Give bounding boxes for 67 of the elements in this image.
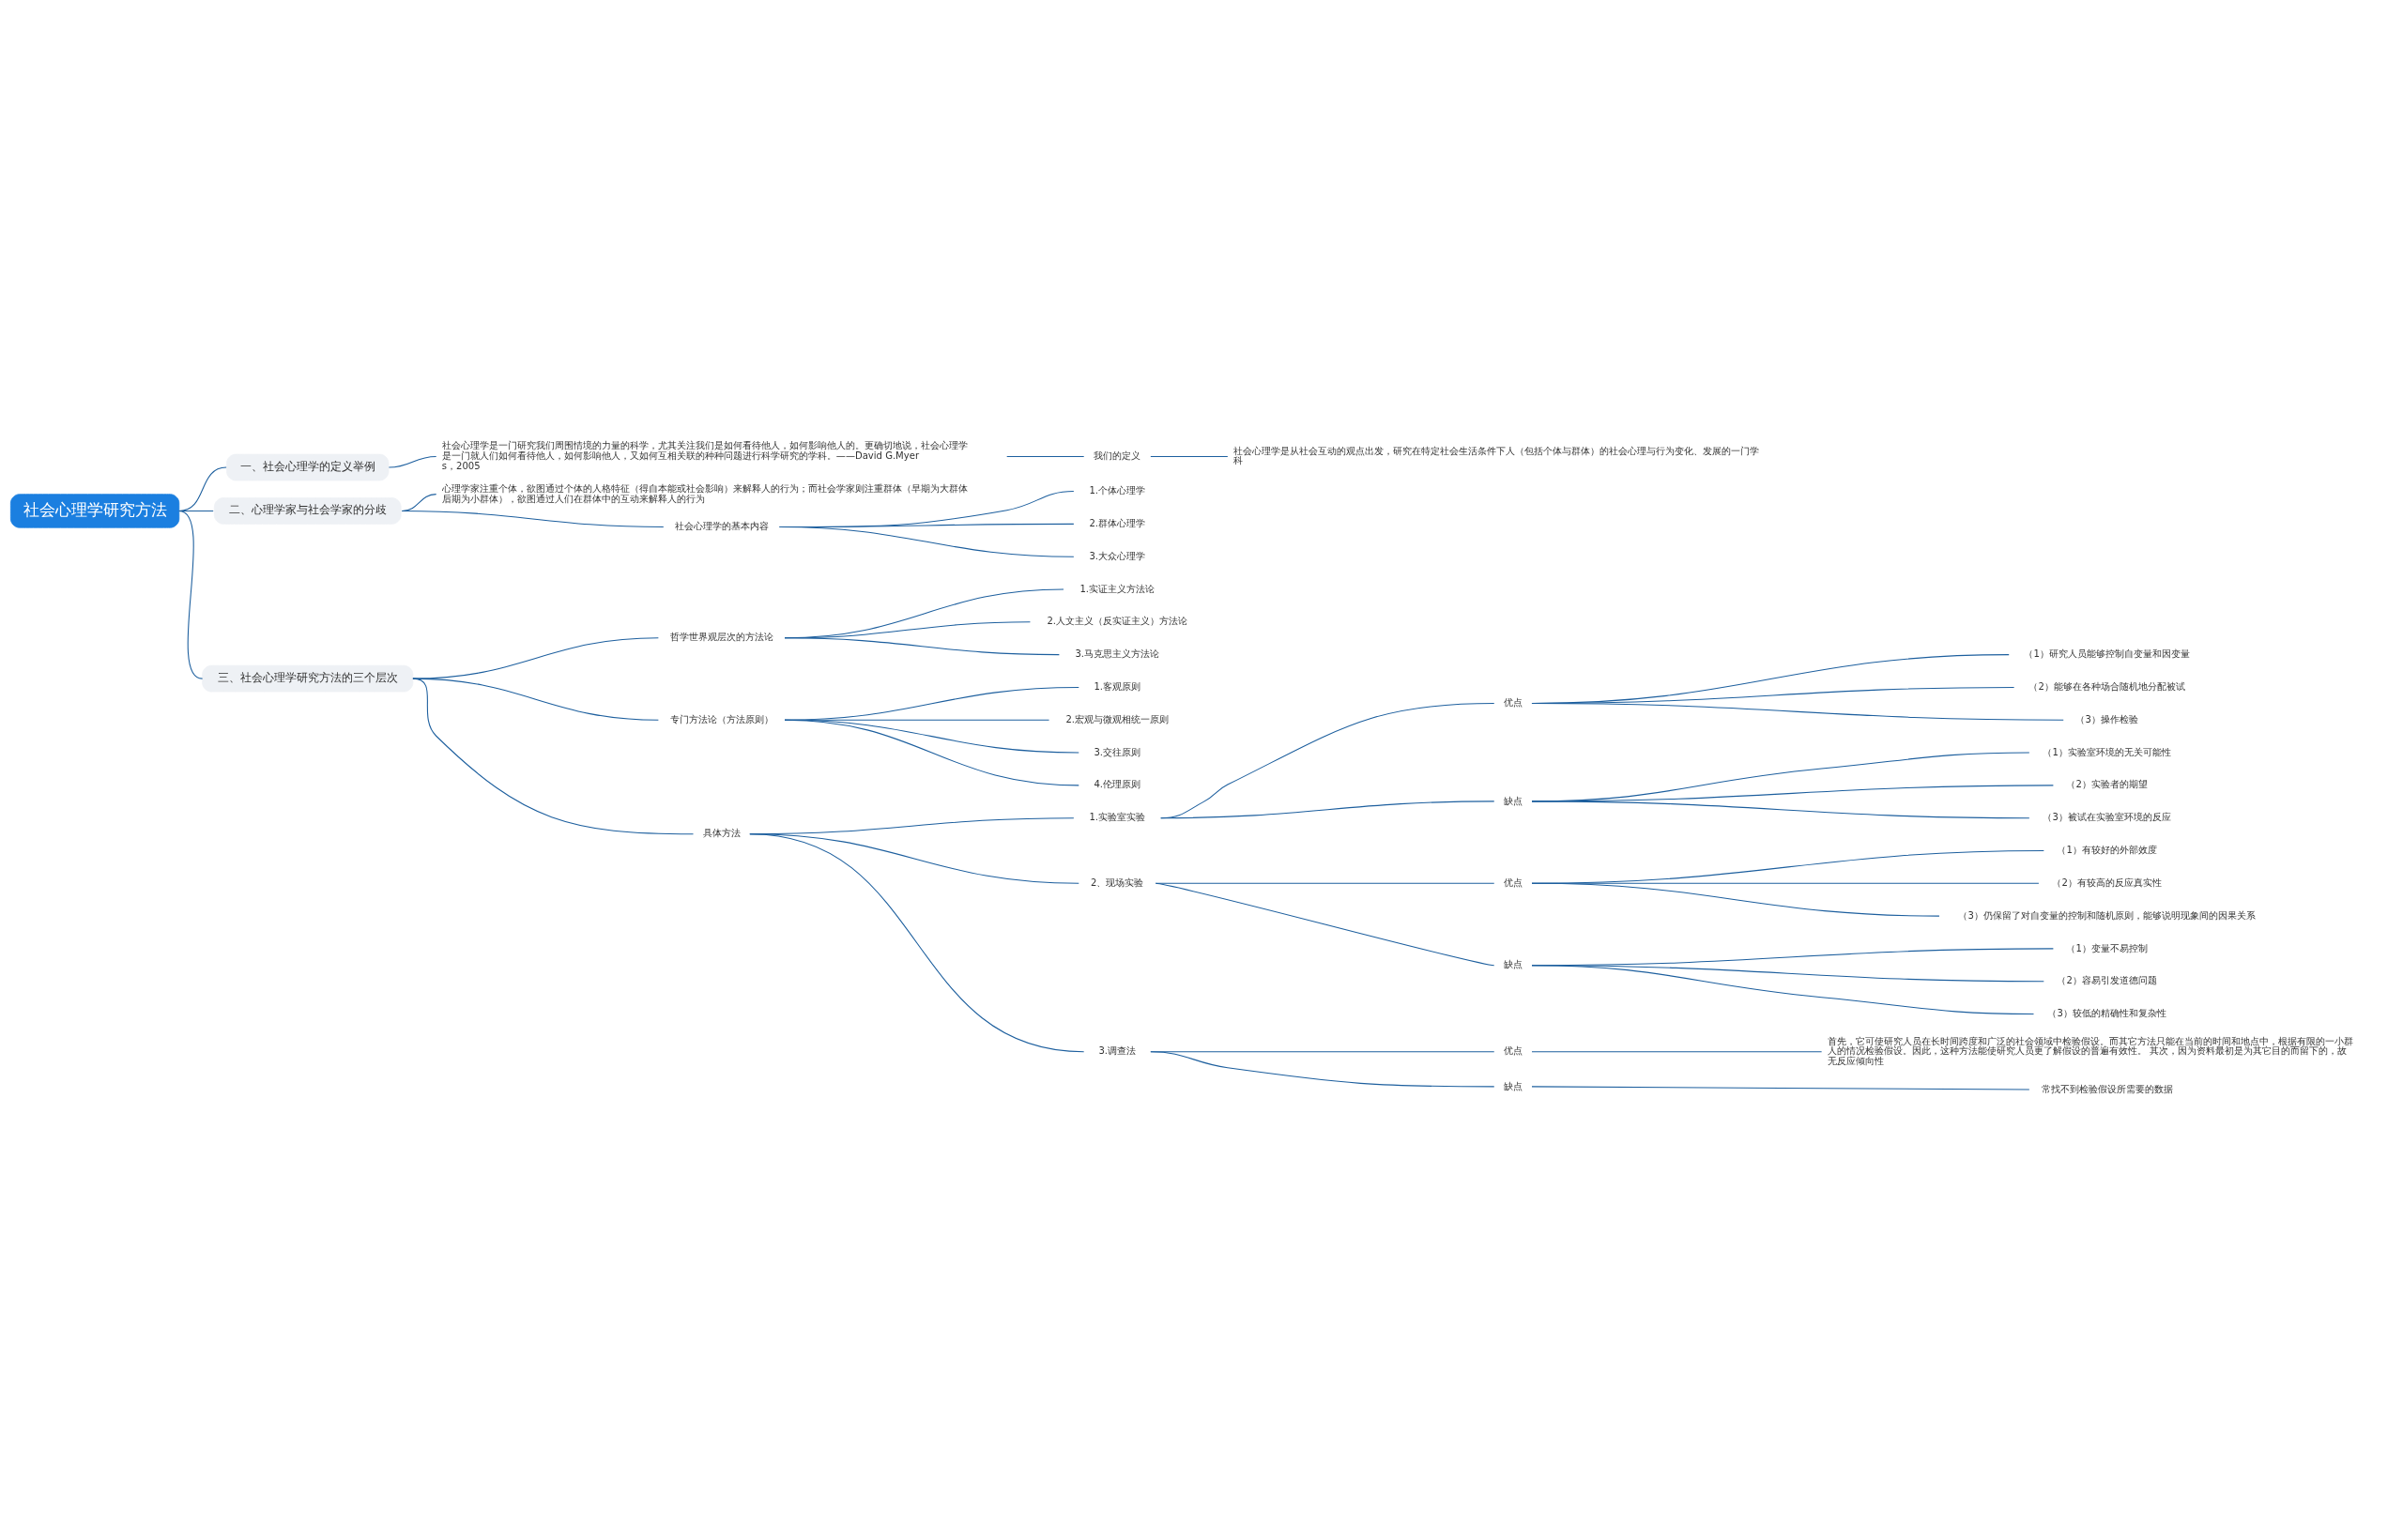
connector [1531, 1050, 1823, 1052]
node-text: 4.伦理原则 [1094, 778, 1141, 789]
node-box: 一、社会心理学的定义举例 [226, 453, 390, 480]
node-text: 2、现场实验 [1091, 877, 1144, 888]
connector [401, 510, 665, 527]
node-text: 缺点 [1503, 795, 1523, 806]
connector [1531, 702, 2064, 721]
node-text: 缺点 [1503, 1080, 1523, 1091]
node-text: 2.人文主义（反实证主义）方法论 [1047, 615, 1188, 626]
node-text: （2）实验者的期望 [2066, 778, 2148, 789]
node-text: 首先，它可使研究人员在长时间跨度和广泛的社会领域中检验假设。而其它方法只能在当前的时间和地点中，根据有限的一小群人的情况检验假设。因此，这种方法能使研究人员更了解假设的普遍有效性。 其次，因为资料最初是为其它目的而留下的，故无反应倾向性 [1827, 1035, 2353, 1066]
node-text: 缺点 [1503, 958, 1523, 969]
node-text: 专门方法论（方法原则） [669, 713, 773, 724]
connector [749, 832, 1085, 1052]
node-text: 优点 [1503, 877, 1523, 888]
connector [1531, 1085, 2030, 1090]
node-text: 具体方法 [702, 827, 741, 838]
node-text: 我们的定义 [1094, 450, 1141, 461]
node-text: 3.大众心理学 [1089, 550, 1146, 561]
node-text: 哲学世界观层次的方法论 [669, 631, 773, 642]
node-text: （1）实验室环境的无关可能性 [2043, 746, 2171, 757]
node-text: （3）较低的精确性和复杂性 [2047, 1007, 2166, 1018]
connector [1531, 964, 2035, 1014]
node-box: 社会心理学研究方法 [9, 493, 180, 528]
node-text: 常找不到检验假设所需要的数据 [2041, 1083, 2173, 1094]
node-text: 心理学家注重个体，欲图通过个体的人格特征（得自本能或社会影响）来解释人的行为；而社会学家则注重群体（早期为大群体后期为小群体），欲图通过人们在群体中的互动来解释人的行为 [441, 482, 968, 504]
connector [784, 719, 1079, 785]
node-text: 优点 [1503, 1044, 1523, 1056]
node-text: 社会心理学的基本内容 [674, 520, 769, 531]
node-text: （2）能够在各种场合随机地分配被试 [2028, 680, 2185, 692]
node-box: 三、社会心理学研究方法的三个层次 [202, 664, 414, 692]
node-text: （3）被试在实验室环境的反应 [2043, 811, 2171, 822]
connector [178, 510, 204, 679]
connector [1531, 800, 2030, 818]
node-text: （2）容易引发道德问题 [2057, 974, 2157, 985]
node-text: （2）有较高的反应真实性 [2052, 877, 2162, 888]
connector [779, 526, 1075, 557]
connector [412, 636, 659, 679]
node-text: 3.马克思主义方法论 [1075, 648, 1160, 659]
node-text: 社会心理学是从社会互动的观点出发，研究在特定社会生活条件下人（包括个体与群体）的社会心理与行为变化、发展的一门学科 [1233, 445, 1760, 465]
node-text: （1）有较好的外部效度 [2057, 844, 2157, 855]
connector [1155, 882, 1495, 966]
connector [1531, 882, 1940, 917]
connector [412, 678, 659, 721]
connector [388, 455, 437, 468]
node-text: （1）变量不易控制 [2066, 942, 2148, 953]
node-text: （3）操作检验 [2075, 713, 2138, 724]
connector [412, 678, 695, 834]
connector [1160, 702, 1495, 818]
node-text: （3）仍保留了对自变量的控制和随机原则，能够说明现象间的因果关系 [1958, 909, 2256, 921]
node-text: 社会心理学是一门研究我们周围情境的力量的科学，尤其关注我们是如何看待他人，如何影响他人的。更确切地说，社会心理学是一门就人们如何看待他人，如何影响他人，又如何互相关联的种种问题进行科学研究的学科。——David G.Myers，2005 [441, 439, 968, 471]
connector [784, 636, 1060, 655]
node-text: 1.个体心理学 [1089, 484, 1146, 496]
connector [1150, 1050, 1495, 1087]
connector [1160, 800, 1495, 818]
node-text: 2.群体心理学 [1089, 517, 1146, 528]
node-box: 二、心理学家与社会学家的分歧 [213, 496, 402, 525]
node-text: 优点 [1503, 696, 1523, 708]
node-text: 1.实证主义方法论 [1079, 583, 1156, 594]
node-text: 1.客观原则 [1094, 680, 1141, 692]
node-text: （1）研究人员能够控制自变量和因变量 [2024, 648, 2190, 659]
node-text: 3.交往原则 [1094, 746, 1141, 757]
node-text: 3.调查法 [1098, 1044, 1137, 1056]
node-text: 1.实验室实验 [1089, 811, 1146, 822]
connector [1150, 455, 1229, 457]
connector [1006, 455, 1085, 457]
node-text: 2.宏观与微观相统一原则 [1065, 713, 1170, 724]
